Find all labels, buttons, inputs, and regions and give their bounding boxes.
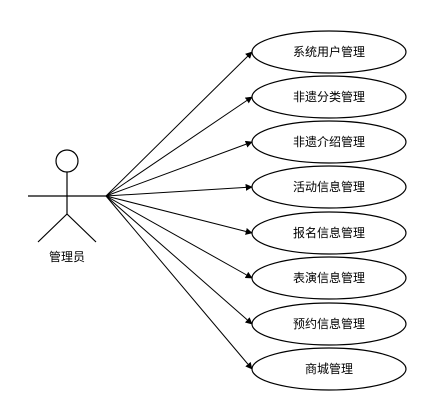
association-arrows (105, 51, 253, 370)
use-case-ellipse (251, 256, 407, 300)
actor-leg-left (37, 213, 68, 243)
association-arrow (105, 195, 253, 279)
use-case: 系统用户管理 (251, 30, 407, 74)
association-arrow (105, 183, 253, 197)
actor-label: 管理员 (49, 249, 85, 264)
use-case-label: 商城管理 (305, 361, 353, 376)
use-case: 非遗介绍管理 (251, 120, 407, 164)
use-case-label: 报名信息管理 (293, 225, 365, 240)
use-case-ellipse (251, 30, 407, 74)
association-arrow (105, 96, 253, 197)
use-case-ellipse (251, 302, 407, 346)
actor: 管理员 (28, 149, 106, 264)
use-cases: 系统用户管理非遗分类管理非遗介绍管理活动信息管理报名信息管理表演信息管理预约信息… (251, 30, 407, 391)
use-case-ellipse (251, 120, 407, 164)
actor-leg-right (66, 213, 97, 243)
use-case: 活动信息管理 (251, 165, 407, 209)
association-arrow (105, 195, 253, 325)
use-case-ellipse (251, 211, 407, 255)
use-case-label: 非遗分类管理 (293, 89, 365, 104)
use-case: 商城管理 (251, 347, 407, 391)
use-case-ellipse (251, 347, 407, 391)
use-case-ellipse (251, 165, 407, 209)
use-case-label: 系统用户管理 (293, 44, 365, 59)
association-arrow (105, 195, 253, 235)
use-case: 预约信息管理 (251, 302, 407, 346)
actor-head (55, 149, 79, 173)
use-case-label: 非遗介绍管理 (293, 134, 365, 149)
association-arrow (105, 51, 253, 197)
association-arrow (105, 140, 253, 197)
use-case: 非遗分类管理 (251, 75, 407, 119)
use-case-label: 表演信息管理 (293, 270, 365, 285)
use-case-ellipse (251, 75, 407, 119)
use-case-label: 预约信息管理 (293, 316, 365, 331)
use-case-label: 活动信息管理 (293, 179, 365, 194)
association-arrow (105, 195, 253, 370)
use-case: 表演信息管理 (251, 256, 407, 300)
use-case: 报名信息管理 (251, 211, 407, 255)
